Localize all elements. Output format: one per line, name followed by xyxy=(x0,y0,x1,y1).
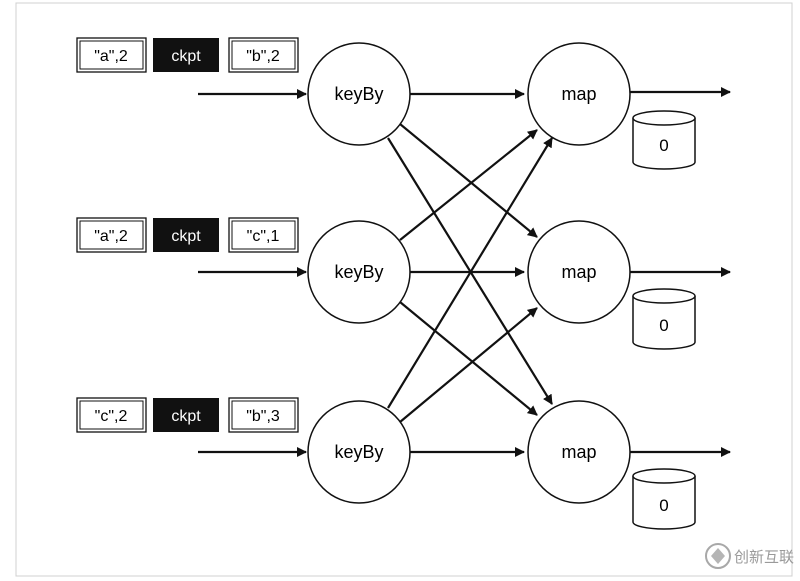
state-value: 0 xyxy=(659,136,668,155)
edge-keyby2-map3 xyxy=(399,301,538,416)
stream-row-3: "c",2 ckpt "b",3 keyBy map 0 xyxy=(76,397,731,530)
record-box: "b",3 xyxy=(228,397,299,433)
record-label: "a",2 xyxy=(94,48,128,65)
edge-keyby2-map1 xyxy=(399,129,538,241)
operator-label: map xyxy=(561,442,596,462)
map-operator: map xyxy=(527,220,631,324)
keyby-operator: keyBy xyxy=(307,42,411,146)
barrier-label: ckpt xyxy=(171,408,201,425)
watermark-text: 创新互联 xyxy=(734,548,794,566)
checkpoint-barrier: ckpt xyxy=(153,38,219,72)
record-box: "a",2 xyxy=(76,37,147,73)
shuffle-edges xyxy=(387,89,553,457)
state-value: 0 xyxy=(659,496,668,515)
record-box: "b",2 xyxy=(228,37,299,73)
edge-keyby3-map2 xyxy=(399,307,538,423)
keyby-operator: keyBy xyxy=(307,220,411,324)
operator-label: keyBy xyxy=(334,84,383,104)
record-box: "a",2 xyxy=(76,217,147,253)
record-label: "c",2 xyxy=(95,408,128,425)
checkpoint-barrier: ckpt xyxy=(153,398,219,432)
barrier-label: ckpt xyxy=(171,48,201,65)
state-store: 0 xyxy=(632,288,696,350)
stream-row-2: "a",2 ckpt "c",1 keyBy map 0 xyxy=(76,217,731,350)
record-label: "a",2 xyxy=(94,228,128,245)
map-operator: map xyxy=(527,42,631,146)
keyby-operator: keyBy xyxy=(307,400,411,504)
operator-label: keyBy xyxy=(334,442,383,462)
operator-label: keyBy xyxy=(334,262,383,282)
watermark: 创新互联 xyxy=(705,543,794,569)
brand-logo-icon xyxy=(705,543,731,569)
stream-row-1: "a",2 ckpt "b",2 keyBy map 0 xyxy=(76,37,731,170)
state-value: 0 xyxy=(659,316,668,335)
operator-label: map xyxy=(561,262,596,282)
operator-label: map xyxy=(561,84,596,104)
state-store: 0 xyxy=(632,110,696,170)
barrier-label: ckpt xyxy=(171,228,201,245)
record-box: "c",2 xyxy=(76,397,147,433)
record-box: "c",1 xyxy=(228,217,299,253)
record-label: "b",2 xyxy=(246,48,280,65)
edge-keyby3-map1 xyxy=(387,137,553,409)
diagram-frame xyxy=(15,2,793,577)
edge-keyby1-map2 xyxy=(399,123,538,238)
checkpoint-barrier: ckpt xyxy=(153,218,219,252)
state-store: 0 xyxy=(632,468,696,530)
map-operator: map xyxy=(527,400,631,504)
record-label: "c",1 xyxy=(247,228,280,245)
record-label: "b",3 xyxy=(246,408,280,425)
